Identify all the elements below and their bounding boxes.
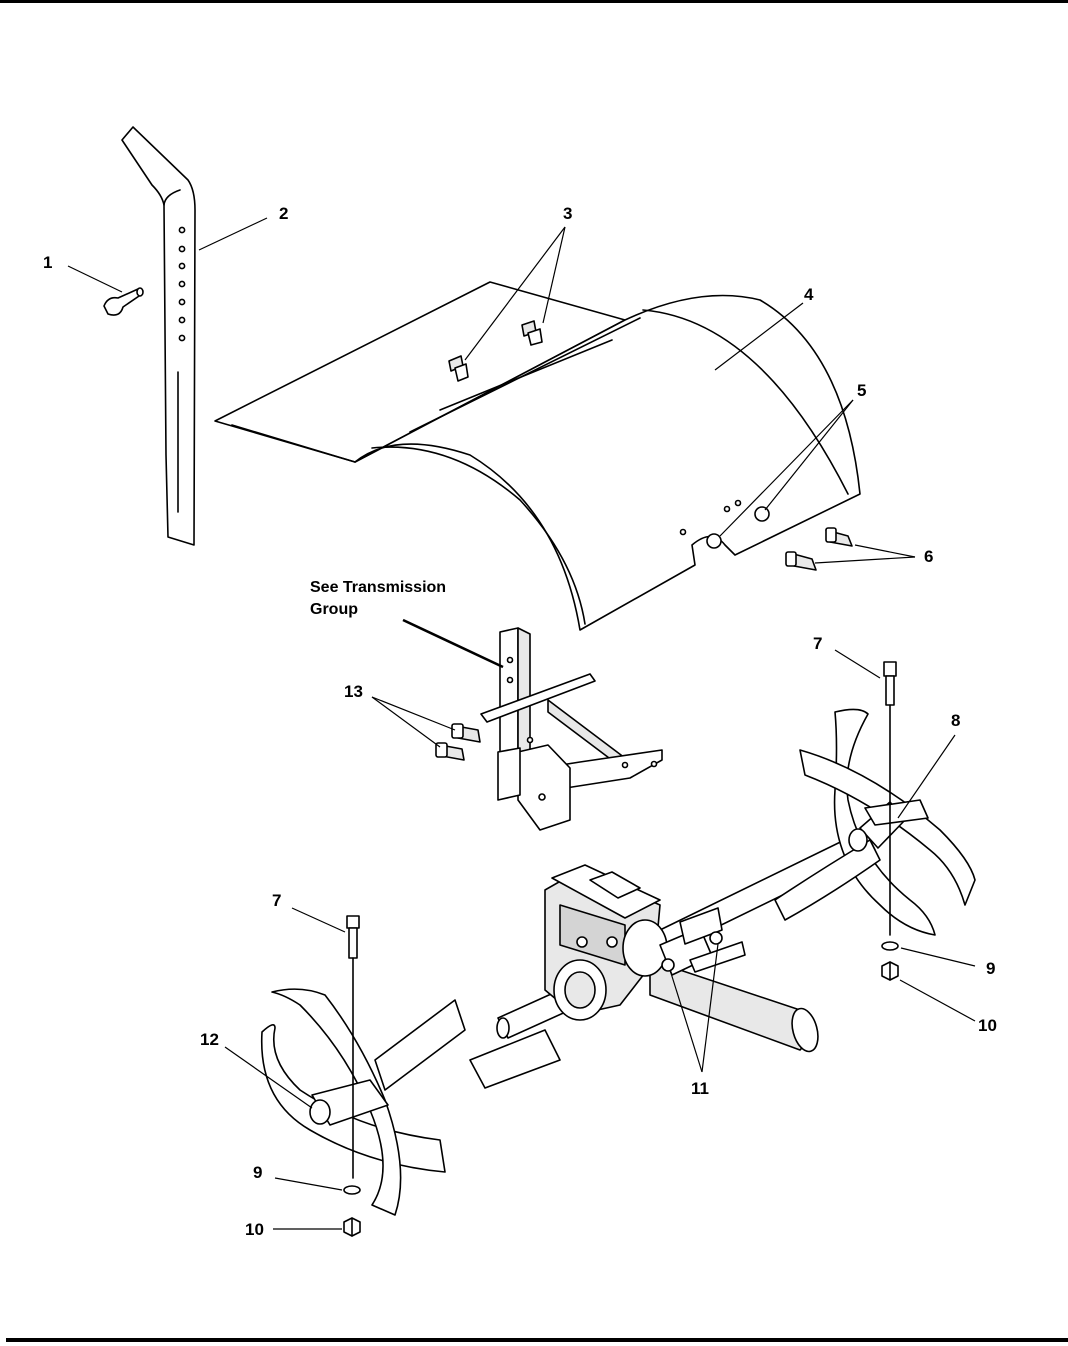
note-line-2: Group [310,601,358,618]
callout-9-right: 9 [986,959,995,978]
callout-10-left: 10 [245,1220,264,1239]
callout-10-right: 10 [978,1016,997,1035]
mount-bracket-part [481,628,662,830]
note-line-1: See Transmission [310,579,446,596]
callout-13: 13 [344,682,363,701]
callout-3: 3 [563,204,572,223]
callout-2: 2 [279,204,288,223]
callout-1: 1 [43,253,52,272]
callout-7-lower: 7 [272,891,281,910]
bracket-bolts-part [436,724,480,760]
depth-bar-part [122,127,195,545]
right-tine-assembly-part [775,709,975,935]
bottom-rule [6,1338,1068,1342]
transmission-note: See Transmission Group [310,579,446,618]
callout-5: 5 [857,381,866,400]
shield-mount-bolts-part [786,528,852,570]
callout-7-upper: 7 [813,634,822,653]
callout-12: 12 [200,1030,219,1049]
callout-11: 11 [691,1079,709,1098]
wing-bolt-part [104,288,143,315]
callout-8: 8 [951,711,960,730]
callout-9-left: 9 [253,1163,262,1182]
callout-6: 6 [924,547,933,566]
callout-4: 4 [804,285,814,304]
